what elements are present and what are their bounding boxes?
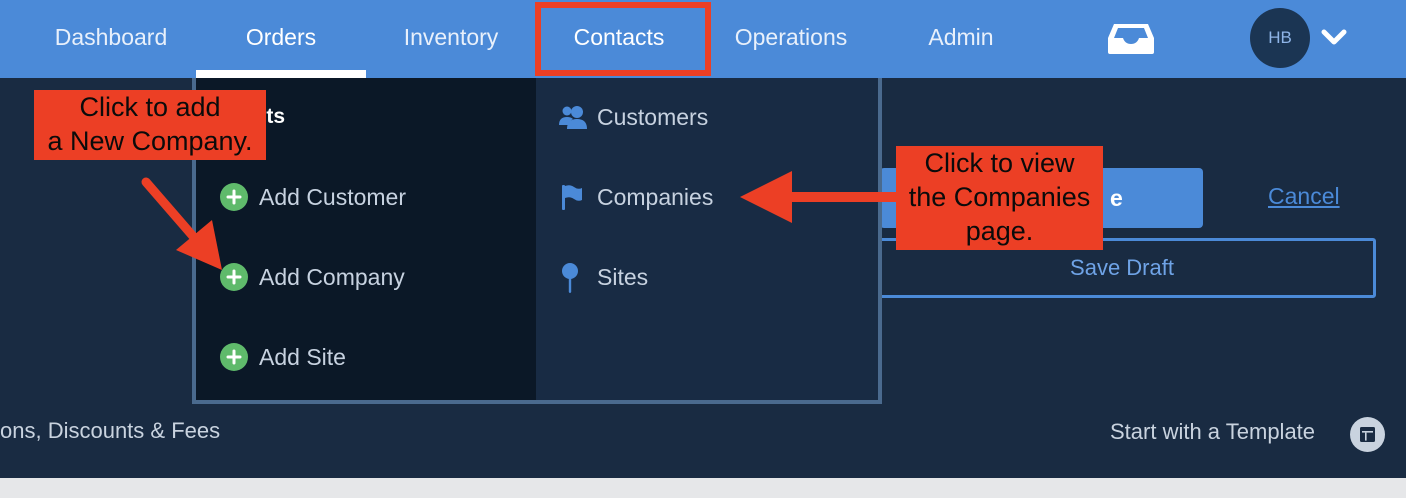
plus-circle-icon bbox=[220, 263, 248, 291]
footer-strip bbox=[0, 478, 1406, 498]
start-template-link[interactable]: Start with a Template bbox=[1110, 419, 1316, 444]
plus-circle-icon bbox=[220, 343, 248, 371]
users-icon bbox=[556, 103, 590, 131]
companies-label: Companies bbox=[597, 184, 714, 210]
add-customer-label: Add Customer bbox=[259, 184, 407, 210]
user-avatar[interactable]: HB bbox=[1250, 8, 1310, 68]
customers-label: Customers bbox=[597, 104, 709, 130]
callout-line: Click to view bbox=[924, 148, 1075, 178]
callout-line: page. bbox=[965, 216, 1034, 246]
save-draft-label: Save Draft bbox=[1070, 255, 1174, 280]
dropdown-right-column: Customers Companies Sites bbox=[536, 78, 878, 400]
flag-icon bbox=[558, 183, 586, 211]
add-company-callout: Click to add a New Company. bbox=[34, 90, 266, 160]
callout-line: the Companies bbox=[908, 182, 1091, 212]
nav-contacts[interactable]: Contacts bbox=[573, 24, 665, 50]
nav-inventory[interactable]: Inventory bbox=[403, 24, 499, 50]
contacts-dropdown-menu: tacts Add Customer Add Company Add Site bbox=[192, 78, 882, 404]
map-pin-icon bbox=[558, 263, 586, 293]
inbox-tray-icon[interactable] bbox=[1106, 22, 1156, 56]
nav-admin[interactable]: Admin bbox=[928, 24, 994, 50]
nav-active-underline bbox=[196, 70, 366, 78]
contacts-highlight-box bbox=[535, 2, 711, 76]
nav-operations[interactable]: Operations bbox=[734, 24, 848, 50]
template-layout-icon[interactable] bbox=[1350, 417, 1385, 452]
section-label[interactable]: ons, Discounts & Fees bbox=[0, 418, 221, 443]
plus-circle-icon bbox=[220, 183, 248, 211]
companies-page-callout: Click to view the Companies page. bbox=[896, 146, 1103, 250]
callout-line: a New Company. bbox=[47, 126, 253, 156]
add-company-label: Add Company bbox=[259, 264, 405, 290]
nav-dashboard[interactable]: Dashboard bbox=[54, 24, 168, 50]
top-navbar: Dashboard Orders Inventory Contacts Oper… bbox=[0, 0, 1406, 78]
cancel-link[interactable]: Cancel bbox=[1268, 183, 1340, 209]
chevron-down-icon[interactable] bbox=[1320, 26, 1348, 48]
sites-label: Sites bbox=[597, 264, 649, 290]
add-site-label: Add Site bbox=[259, 344, 346, 370]
callout-line: Click to add bbox=[79, 92, 221, 122]
nav-orders[interactable]: Orders bbox=[245, 24, 317, 50]
save-draft-button[interactable]: Save Draft bbox=[878, 238, 1376, 298]
